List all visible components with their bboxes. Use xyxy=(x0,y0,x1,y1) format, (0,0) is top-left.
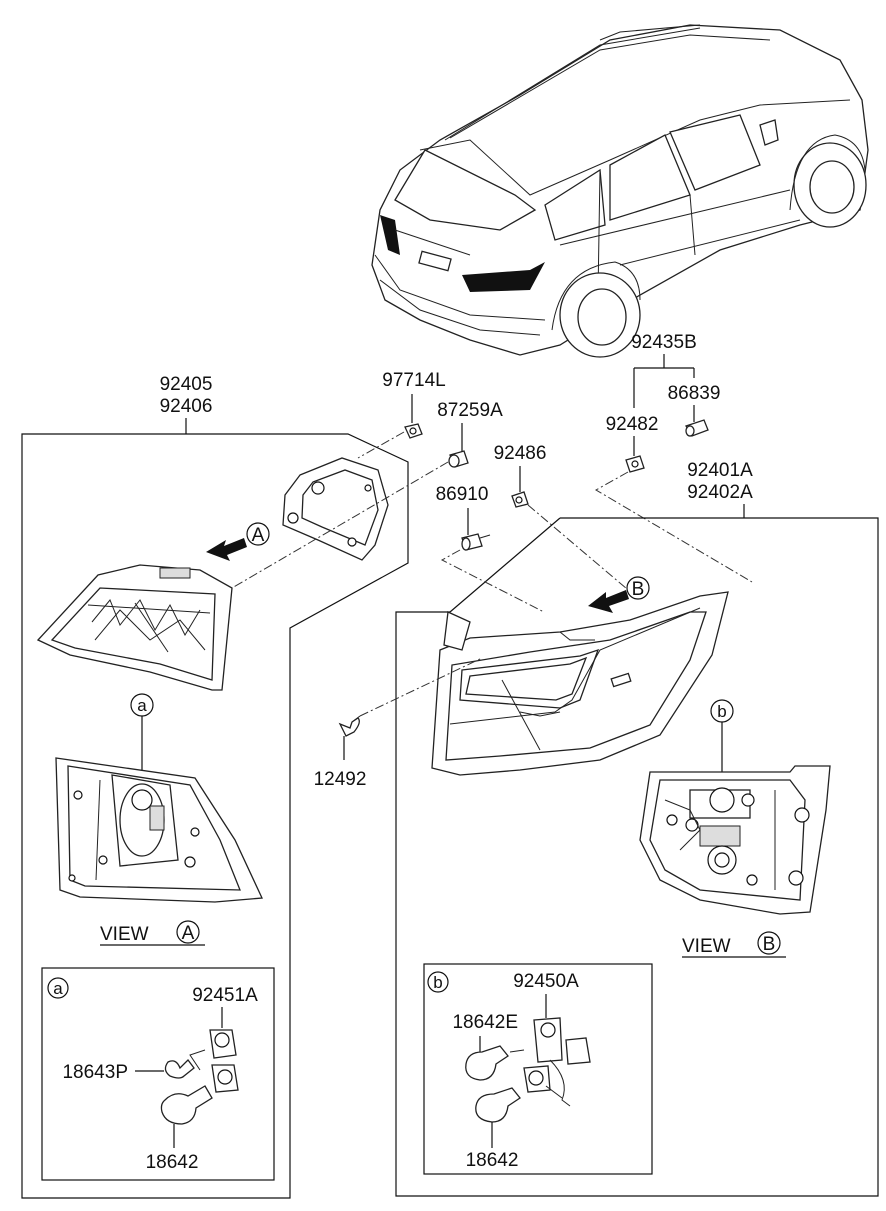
bulb-icon xyxy=(160,1085,213,1125)
part-number-18643P: 18643P xyxy=(62,1062,128,1083)
part-number-92486: 92486 xyxy=(494,443,547,464)
part-number-92402A: 92402A xyxy=(687,482,753,503)
socket-icon xyxy=(189,1029,239,1093)
part-number-92401A: 92401A xyxy=(687,460,753,481)
socket-icon xyxy=(509,1017,591,1107)
box-a-letter: a xyxy=(53,979,63,998)
right-assembly-frame xyxy=(395,517,879,1197)
car-outline-icon xyxy=(371,24,869,358)
view-a-badge xyxy=(176,920,200,944)
tail-lamp-icon xyxy=(36,564,233,691)
view-b-word: VIEW xyxy=(682,936,731,957)
box-a-badge xyxy=(47,977,69,999)
tail-lamp-icon xyxy=(431,591,729,776)
view-a-letter: A xyxy=(182,923,195,944)
detail-a-letter: a xyxy=(137,696,147,715)
nut-icon xyxy=(404,423,423,439)
detail-b-letter: b xyxy=(717,702,726,721)
arrow-b-badge xyxy=(626,576,650,600)
direction-arrow-icon xyxy=(588,590,629,613)
bulb-icon xyxy=(164,1059,195,1079)
detail-box-b xyxy=(423,963,653,1175)
part-number-86839: 86839 xyxy=(668,383,721,404)
arrow-a-badge xyxy=(246,522,270,546)
part-number-18642E: 18642E xyxy=(452,1012,518,1033)
left-assembly-frame xyxy=(21,433,409,1199)
clip-icon xyxy=(685,419,709,437)
view-b-letter: B xyxy=(763,934,776,955)
lamp-back-view-b xyxy=(639,765,831,915)
nut-icon xyxy=(625,455,645,473)
bolt-icon xyxy=(461,533,491,551)
part-number-87259A: 87259A xyxy=(437,400,503,421)
part-number-97714L: 97714L xyxy=(382,370,445,391)
part-number-92450A: 92450A xyxy=(513,971,579,992)
clip-icon xyxy=(448,450,469,468)
part-number-92405: 92405 xyxy=(160,374,213,395)
bulb-icon xyxy=(465,1045,509,1081)
part-number-12492: 12492 xyxy=(314,769,367,790)
part-number-92451A: 92451A xyxy=(192,985,258,1006)
lamp-back-view-a xyxy=(55,757,263,903)
arrow-b-letter: B xyxy=(632,579,645,600)
detail-box-a xyxy=(41,967,275,1181)
part-number-92406: 92406 xyxy=(160,396,213,417)
part-number-18642-b: 18642 xyxy=(466,1150,519,1171)
clip-icon xyxy=(511,491,529,508)
part-number-92435B: 92435B xyxy=(631,332,697,353)
part-number-92482: 92482 xyxy=(606,414,659,435)
bulb-icon xyxy=(475,1087,521,1123)
part-number-86910: 86910 xyxy=(436,484,489,505)
view-b-badge xyxy=(757,931,781,955)
view-a-word: VIEW xyxy=(100,924,149,945)
box-b-letter: b xyxy=(433,973,442,992)
box-b-badge xyxy=(427,971,449,993)
screw-icon xyxy=(338,715,361,737)
arrow-a-letter: A xyxy=(252,525,265,546)
part-number-18642-a: 18642 xyxy=(146,1152,199,1173)
gasket-icon xyxy=(282,457,389,561)
direction-arrow-icon xyxy=(206,538,247,561)
